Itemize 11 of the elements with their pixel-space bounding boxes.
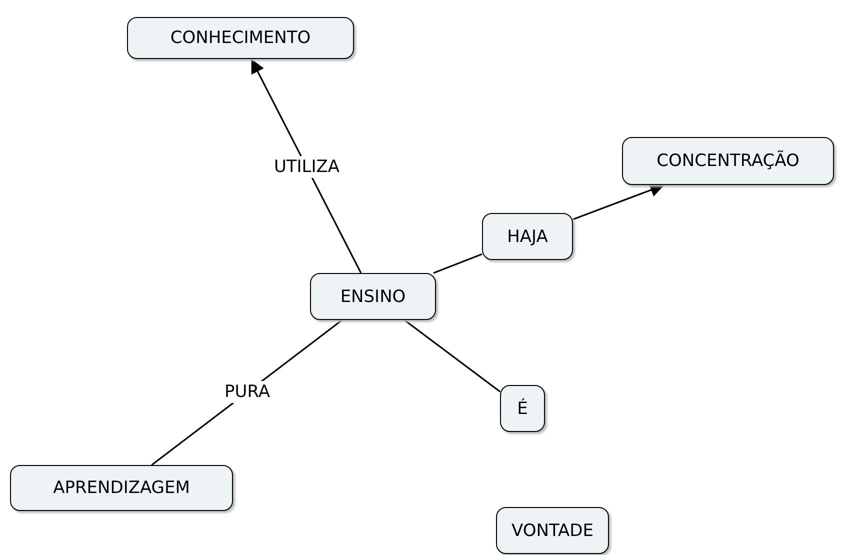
concept-box: VONTADE xyxy=(496,507,609,554)
connector xyxy=(250,58,362,274)
concept-box: APRENDIZAGEM xyxy=(10,465,233,511)
concept-box: CONCENTRAÇÃO xyxy=(622,137,834,185)
connector xyxy=(404,319,500,392)
concept-box: É xyxy=(500,385,545,432)
connector xyxy=(433,253,482,274)
concept-box: HAJA xyxy=(482,213,573,260)
connector xyxy=(572,183,665,220)
concept-box: ENSINO xyxy=(310,273,436,320)
concept-box: CONHECIMENTO xyxy=(127,17,354,59)
